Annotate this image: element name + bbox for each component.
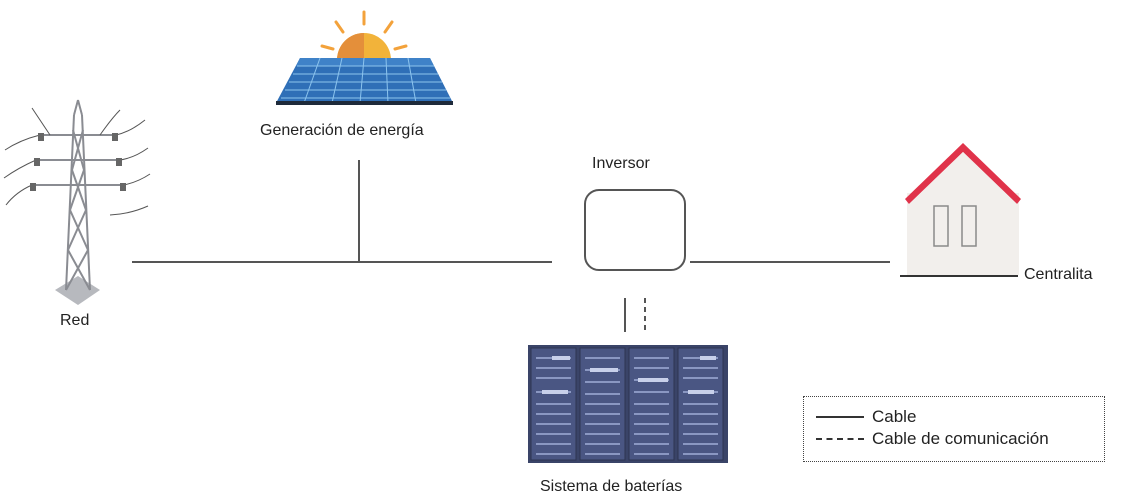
solar-panel-icon [276, 10, 453, 105]
legend-item-comm-cable: Cable de comunicación [816, 429, 1049, 449]
inverter-label: Inversor [592, 155, 650, 172]
legend-cable-label: Cable [872, 407, 917, 426]
grid-label: Red [60, 312, 90, 329]
dashed-line-swatch [816, 438, 864, 440]
connection-cables [132, 160, 890, 332]
legend-item-cable: Cable [816, 407, 916, 427]
generation-label: Generación de energía [260, 122, 424, 139]
inverter-icon [584, 189, 686, 271]
house-icon [900, 143, 1021, 277]
battery-rack-icon [528, 345, 728, 463]
sun-icon [320, 10, 408, 60]
solid-line-swatch [816, 416, 864, 418]
house-label: Centralita [1024, 266, 1093, 283]
power-tower-icon [3, 99, 151, 305]
battery-label: Sistema de baterías [540, 478, 683, 495]
legend: Cable Cable de comunicación [803, 396, 1105, 462]
legend-comm-cable-label: Cable de comunicación [872, 429, 1049, 448]
